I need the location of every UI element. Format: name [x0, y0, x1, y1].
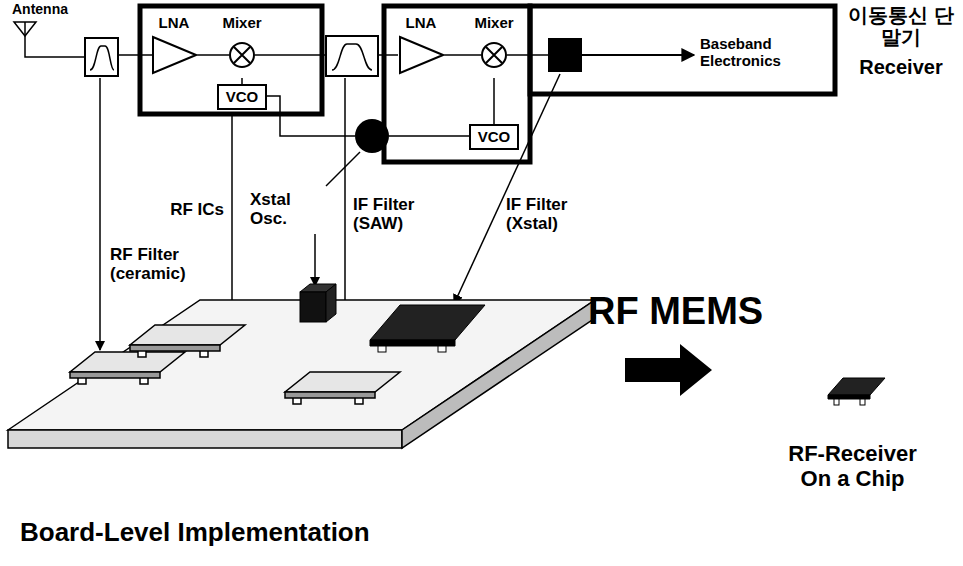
result-label: RF-Receiver On a Chip	[770, 442, 935, 491]
signal-connector	[493, 78, 495, 124]
korean-title: 이동통신 단말기	[846, 4, 956, 49]
vco-box: VCO	[217, 84, 267, 110]
transition-arrow	[625, 344, 712, 396]
part-label: IF Filter (SAW)	[353, 195, 437, 233]
mixer-outline	[229, 32, 255, 78]
node-text: LNA	[150, 14, 198, 32]
signal-connector	[444, 54, 481, 56]
receiver-chip	[828, 378, 885, 405]
block-label: Baseband Electronics	[700, 36, 796, 70]
part-label: IF Filter (Xstal)	[506, 195, 590, 233]
xstal-oscillator	[355, 119, 389, 153]
node-text: Mixer	[470, 14, 518, 32]
signal-wire	[507, 54, 548, 56]
mixer-outline	[481, 32, 507, 78]
mixer-symbol: Mixer	[470, 14, 518, 78]
part-label: RF Filter (ceramic)	[110, 245, 200, 283]
xstal-filter-chip	[370, 305, 485, 352]
heading-label: RF MEMS	[588, 290, 818, 333]
xstal-filter	[548, 38, 582, 72]
amplifier-triangle: LNA	[150, 14, 198, 78]
node-text: VCO	[475, 128, 513, 146]
rf-filter	[85, 38, 118, 76]
signal-wire	[255, 54, 326, 56]
signal-connector	[197, 54, 229, 56]
rf-ic-chip	[130, 325, 245, 357]
rf-filter-chip	[70, 352, 185, 384]
ic-outline	[140, 6, 835, 162]
part-label: Xstal Osc.	[250, 190, 326, 228]
vco-box: VCO	[469, 124, 519, 150]
xstal-oscillator-part	[300, 284, 336, 322]
saw-filter	[326, 36, 378, 76]
part-label: RF ICs	[160, 200, 224, 219]
footer-label: Board-Level Implementation	[20, 518, 440, 547]
signal-wire	[378, 54, 398, 56]
amplifier-triangle: LNA	[397, 14, 445, 78]
signal-arrow	[582, 54, 694, 56]
title-label: Receiver	[846, 56, 956, 78]
amplifier-outline	[151, 32, 197, 78]
mixer-symbol: Mixer	[218, 14, 266, 78]
node-text: VCO	[223, 88, 261, 106]
antenna-label: Antenna	[12, 2, 82, 18]
amplifier-outline	[398, 32, 444, 78]
node-text: LNA	[397, 14, 445, 32]
signal-wire	[118, 54, 152, 56]
saw-filter-chip	[285, 372, 400, 404]
node-text: Mixer	[218, 14, 266, 32]
antenna-symbol	[14, 22, 85, 57]
